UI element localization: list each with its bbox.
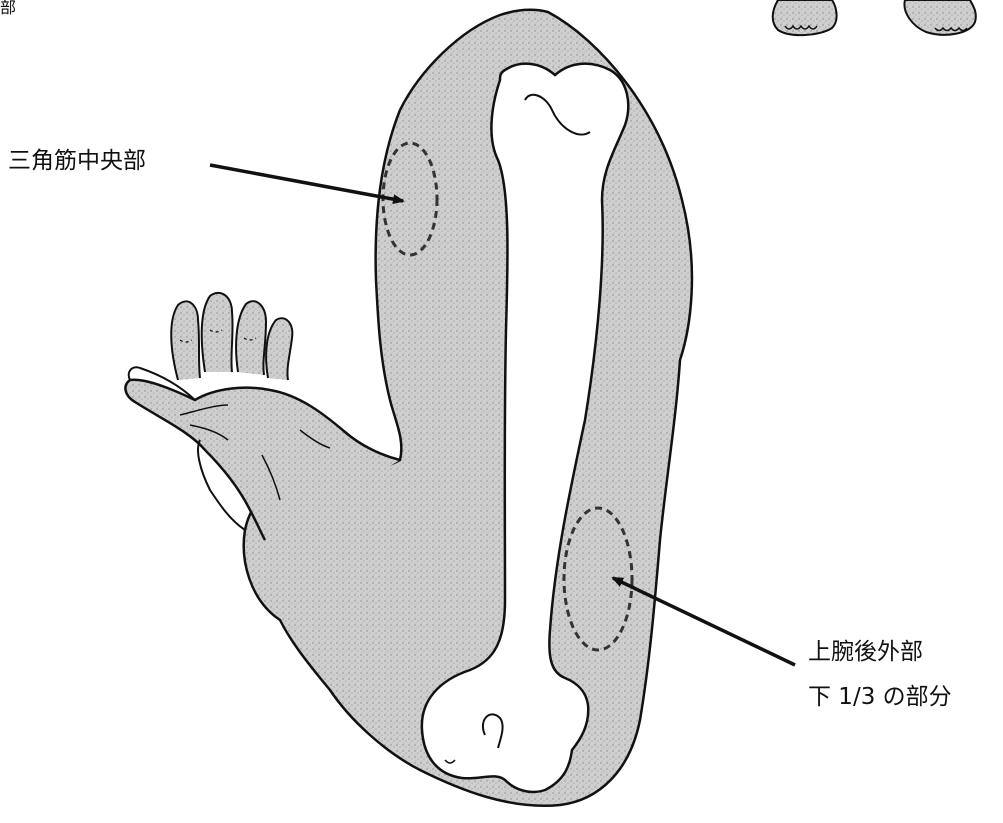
deltoid-center-label: 三角筋中央部 [8,150,146,173]
feet-illustration [773,0,976,35]
upper-arm-posterolateral-label: 上腕後外部 [808,641,923,664]
deltoid-arrow-icon [210,165,403,201]
lower-third-label: 下 1/3 の部分 [808,686,952,709]
partial-top-label: 部 [0,0,16,16]
